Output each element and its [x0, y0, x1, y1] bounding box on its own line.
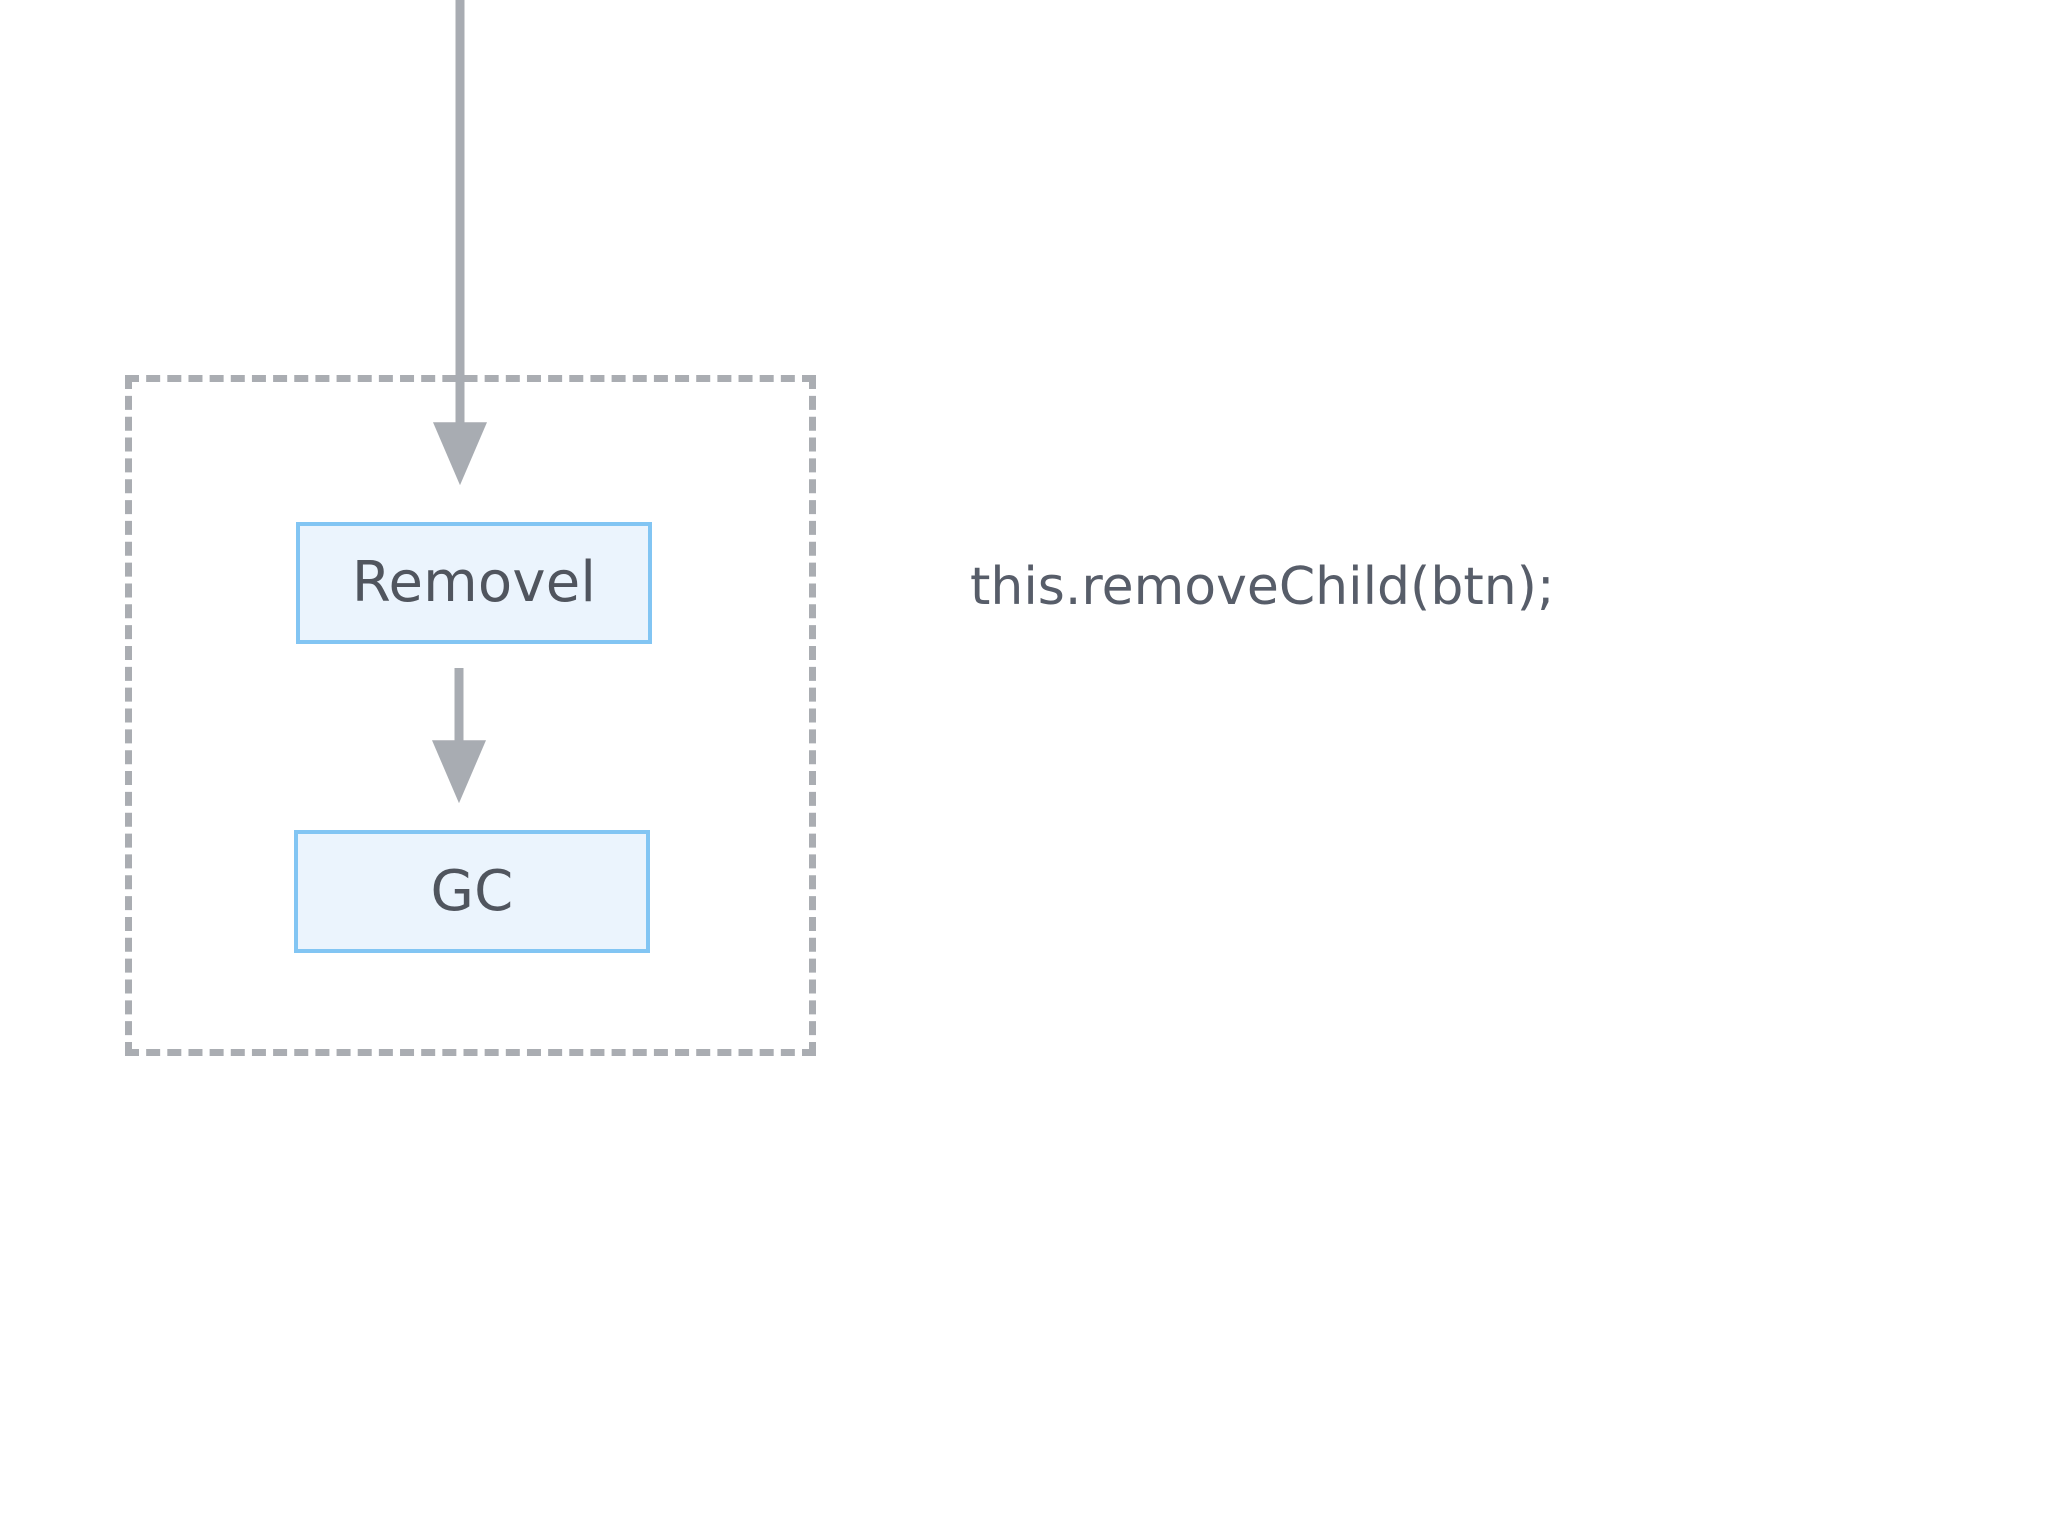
code-annotation: this.removeChild(btn);	[970, 557, 1555, 617]
node-removel-label: Removel	[351, 550, 597, 615]
node-removel[interactable]: Removel	[296, 522, 652, 644]
node-gc-label: GC	[430, 858, 514, 924]
dashed-group-container	[125, 375, 816, 1056]
node-gc[interactable]: GC	[294, 830, 650, 953]
